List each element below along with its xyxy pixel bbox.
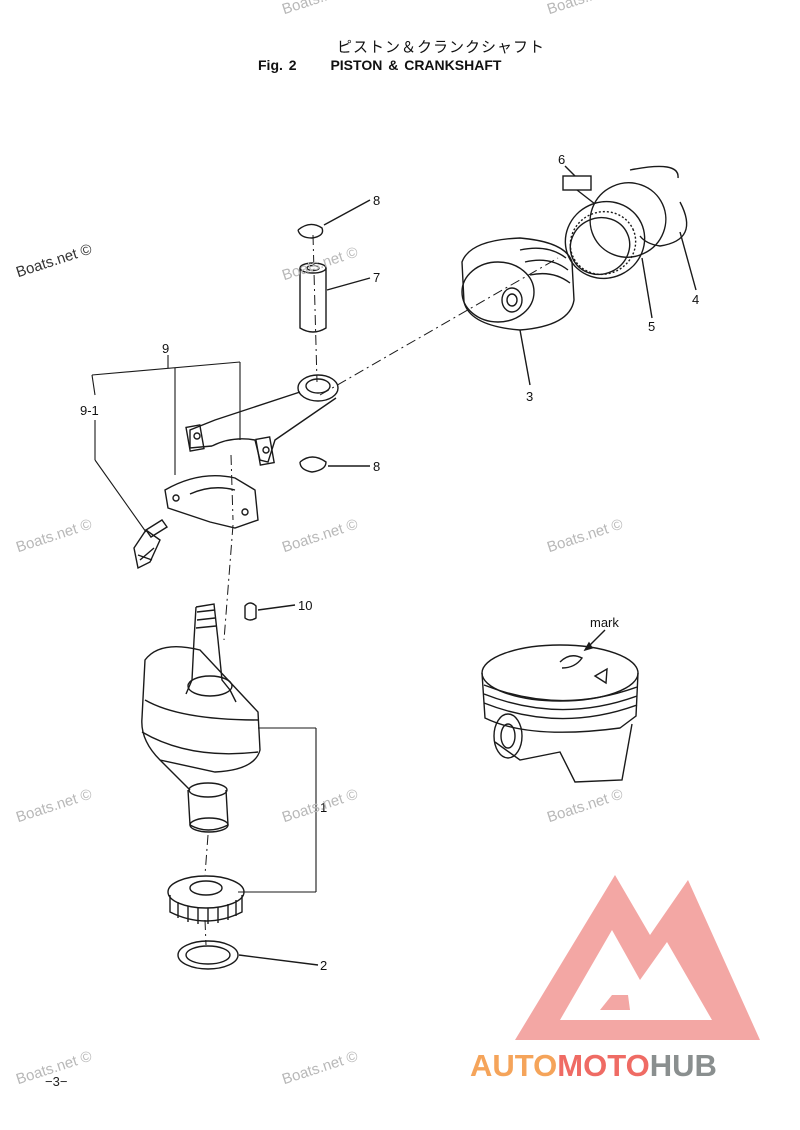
callout-9-1: 9-1 [80,403,99,418]
callout-10: 10 [298,598,312,613]
brand-logo-text: AUTOMOTOHUB [470,1048,717,1084]
callout-7: 7 [373,270,380,285]
piston-ring-2-icon [589,182,667,319]
callout-1: 1 [320,800,327,815]
brand-part-moto: MOTO [557,1048,650,1083]
callout-5: 5 [648,319,655,334]
crank-gear-icon [167,875,245,924]
rod-bolt-icon [133,519,169,570]
callout-3: 3 [526,389,533,404]
inset-mark-label: mark [590,615,619,630]
piston-icon [461,237,575,386]
piston-mark-inset-icon [481,629,639,783]
page-number: −3− [45,1074,68,1089]
callout-bracket-9 [91,355,241,533]
circlip-bottom-icon [299,456,370,473]
callout-bracket-1 [238,727,317,893]
piston-ring-1-icon [629,165,697,291]
connecting-rod-icon [185,374,339,466]
circlip-top-icon [297,199,371,239]
center-lines [204,234,559,946]
woodruff-key-icon [244,602,296,621]
callout-6: 6 [558,152,565,167]
rod-cap-icon [164,475,259,529]
piston-pin-icon [299,262,371,333]
brand-part-hub: HUB [649,1048,717,1083]
thrust-washer-icon [177,940,319,970]
brand-part-auto: AUTO [470,1048,558,1083]
figure-name: PISTON & CRANKSHAFT [330,57,502,73]
callout-8-top: 8 [373,193,380,208]
callout-8-bottom: 8 [373,459,380,474]
crankshaft-icon [141,603,261,833]
callout-2: 2 [320,958,327,973]
title-japanese: ピストン＆クランクシャフト [337,38,546,56]
autohub-logo-icon [515,875,760,1040]
figure-title: Fig. 2 PISTON & CRANKSHAFT [258,57,501,73]
figure-number: Fig. 2 [258,57,297,73]
piston-ring-set-icon [562,165,646,280]
callout-4: 4 [692,292,699,307]
callout-9: 9 [162,341,169,356]
